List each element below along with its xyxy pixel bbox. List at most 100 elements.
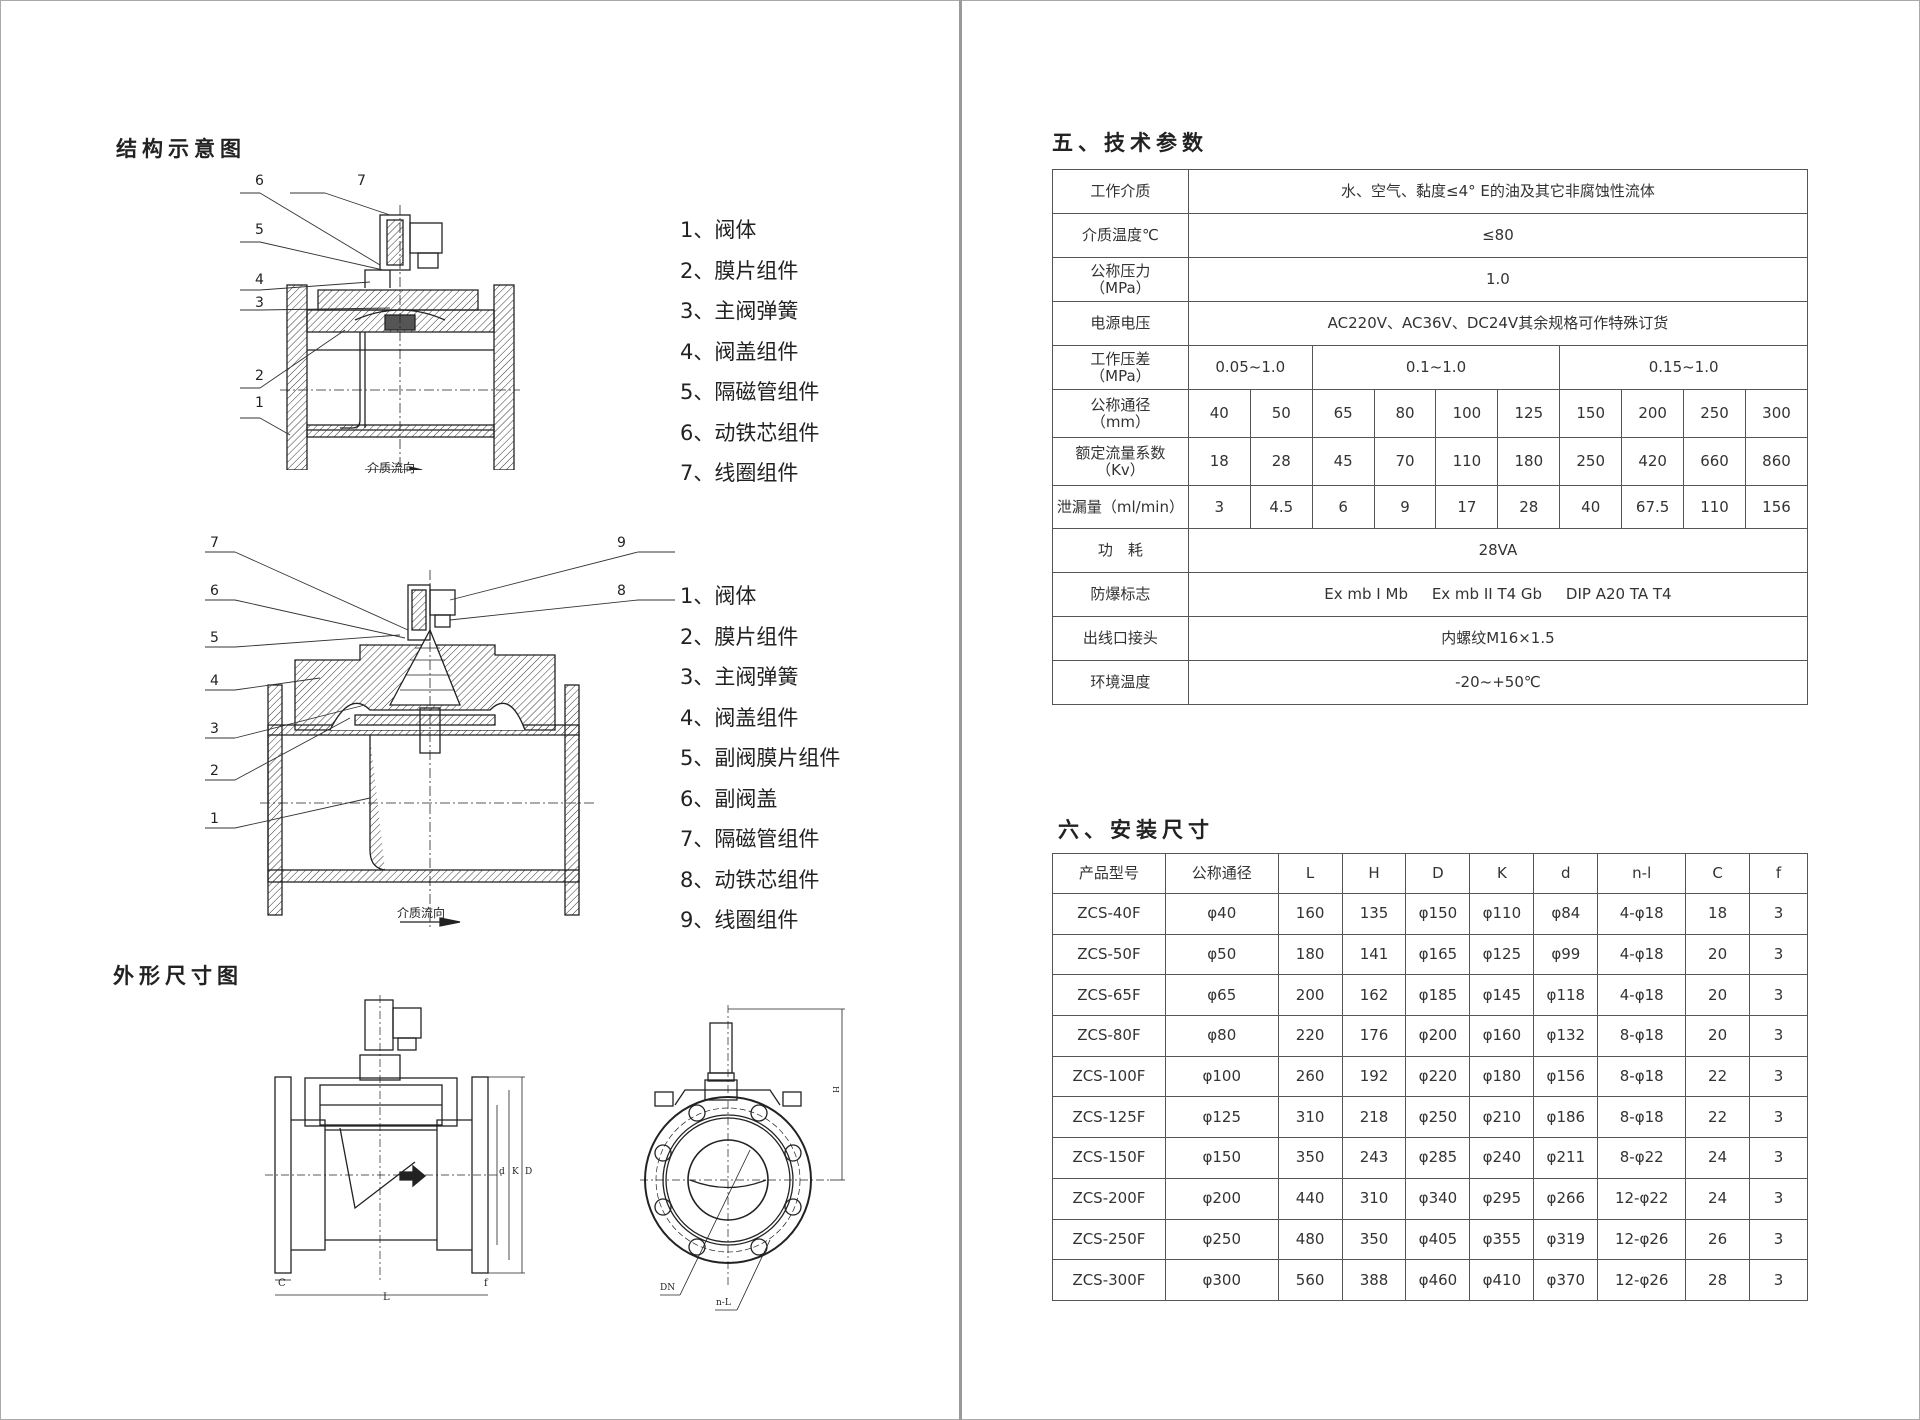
callout-1: 1 bbox=[210, 811, 219, 827]
param-value: 50 bbox=[1249, 389, 1313, 438]
table-cell: φ210 bbox=[1469, 1096, 1535, 1139]
param-label: 环境温度 bbox=[1052, 660, 1189, 705]
table-cell: 310 bbox=[1277, 1096, 1343, 1139]
dim-label-D: D bbox=[525, 1167, 533, 1177]
param-value: 水、空气、黏度≤4° E的油及其它非腐蚀性流体 bbox=[1187, 169, 1809, 214]
dim-label-L: L bbox=[383, 1292, 390, 1303]
param-value: -20~+50℃ bbox=[1187, 660, 1809, 705]
dim-label-K: K bbox=[512, 1167, 519, 1177]
table-cell: 18 bbox=[1685, 893, 1751, 935]
param-value: 250 bbox=[1683, 389, 1746, 438]
table-cell: φ160 bbox=[1469, 1015, 1535, 1057]
column-header: H bbox=[1341, 853, 1407, 894]
table-row: 功 耗 28VA bbox=[1052, 528, 1809, 573]
table-cell: 141 bbox=[1341, 933, 1407, 976]
table-cell: φ156 bbox=[1533, 1055, 1599, 1098]
param-label: 防爆标志 bbox=[1052, 572, 1189, 617]
valve-section-diagram-2 bbox=[205, 551, 675, 930]
table-cell: 3 bbox=[1749, 933, 1808, 976]
tech-params-title: 五、技术参数 bbox=[1052, 131, 1208, 155]
table-cell: ZCS-200F bbox=[1052, 1177, 1166, 1220]
param-value: ≤80 bbox=[1187, 213, 1809, 258]
table-cell: φ410 bbox=[1469, 1259, 1535, 1301]
legend-item: 3、主阀弹簧 bbox=[680, 665, 799, 689]
table-cell: 480 bbox=[1277, 1218, 1343, 1261]
table-cell: ZCS-65F bbox=[1052, 974, 1166, 1017]
table-cell: 20 bbox=[1685, 1015, 1751, 1057]
callout-6: 6 bbox=[210, 583, 219, 599]
table-cell: φ250 bbox=[1405, 1096, 1471, 1139]
callout-3: 3 bbox=[210, 721, 219, 737]
table-cell: 3 bbox=[1749, 1055, 1808, 1098]
table-cell: φ295 bbox=[1469, 1177, 1535, 1220]
table-cell: 160 bbox=[1277, 893, 1343, 935]
param-value: 200 bbox=[1621, 389, 1685, 438]
table-cell: φ100 bbox=[1164, 1055, 1279, 1098]
table-row: 额定流量系数（Kv） 18 28 45 70 110 180 250 420 6… bbox=[1052, 437, 1808, 486]
table-cell: 3 bbox=[1749, 1218, 1808, 1261]
valve-section-diagram-1 bbox=[240, 192, 520, 470]
table-cell: φ220 bbox=[1405, 1055, 1471, 1098]
table-cell: φ370 bbox=[1533, 1259, 1599, 1301]
table-cell: ZCS-50F bbox=[1052, 933, 1166, 976]
callout-3: 3 bbox=[255, 295, 264, 311]
table-cell: 12-φ26 bbox=[1597, 1218, 1687, 1261]
table-cell: φ150 bbox=[1405, 893, 1471, 935]
param-value: 28VA bbox=[1187, 528, 1809, 573]
param-value: AC220V、AC36V、DC24V其余规格可作特殊订货 bbox=[1187, 301, 1809, 346]
column-header: D bbox=[1405, 853, 1471, 894]
table-cell: φ132 bbox=[1533, 1015, 1599, 1057]
param-value: 0.15~1.0 bbox=[1559, 345, 1808, 390]
param-value: 18 bbox=[1187, 437, 1251, 486]
legend-item: 5、隔磁管组件 bbox=[680, 380, 820, 404]
table-cell: φ185 bbox=[1405, 974, 1471, 1017]
outline-title: 外形尺寸图 bbox=[113, 964, 243, 988]
table-cell: ZCS-80F bbox=[1052, 1015, 1166, 1057]
dim-label-f: f bbox=[484, 1278, 488, 1289]
callout-8: 8 bbox=[617, 583, 626, 599]
table-cell: φ300 bbox=[1164, 1259, 1279, 1301]
table-cell: φ80 bbox=[1164, 1015, 1279, 1057]
table-cell: 350 bbox=[1341, 1218, 1407, 1261]
table-cell: 3 bbox=[1749, 893, 1808, 935]
param-value: 110 bbox=[1435, 437, 1499, 486]
column-header: 公称通径 bbox=[1164, 853, 1279, 894]
table-cell: φ165 bbox=[1405, 933, 1471, 976]
table-cell: 3 bbox=[1749, 1137, 1808, 1179]
table-cell: 560 bbox=[1277, 1259, 1343, 1301]
param-value: 100 bbox=[1435, 389, 1499, 438]
param-label: 额定流量系数（Kv） bbox=[1052, 437, 1189, 486]
table-cell: 20 bbox=[1685, 974, 1751, 1017]
table-cell: ZCS-40F bbox=[1052, 893, 1166, 935]
param-value: 80 bbox=[1373, 389, 1437, 438]
table-cell: φ118 bbox=[1533, 974, 1599, 1017]
table-cell: 24 bbox=[1685, 1137, 1751, 1179]
table-cell: 310 bbox=[1341, 1177, 1407, 1220]
column-header: 产品型号 bbox=[1052, 853, 1166, 894]
table-cell: 218 bbox=[1341, 1096, 1407, 1139]
table-cell: φ145 bbox=[1469, 974, 1535, 1017]
callout-5: 5 bbox=[210, 630, 219, 646]
table-row: 环境温度 -20~+50℃ bbox=[1052, 660, 1809, 705]
param-value: 28 bbox=[1497, 485, 1561, 529]
callout-4: 4 bbox=[255, 272, 264, 288]
table-cell: 200 bbox=[1277, 974, 1343, 1017]
dim-label-nL: n-L bbox=[716, 1298, 731, 1308]
table-cell: φ250 bbox=[1164, 1218, 1279, 1261]
param-value: 250 bbox=[1559, 437, 1623, 486]
table-cell: 388 bbox=[1341, 1259, 1407, 1301]
parts-legend-2: 1、阀体 2、膜片组件 3、主阀弹簧 4、阀盖组件 5、副阀膜片组件 6、副阀盖… bbox=[680, 576, 840, 941]
dim-label-d: d bbox=[499, 1167, 505, 1177]
param-value: 67.5 bbox=[1621, 485, 1685, 529]
table-cell: ZCS-150F bbox=[1052, 1137, 1166, 1179]
param-label: 工作介质 bbox=[1052, 169, 1189, 214]
legend-item: 9、线圈组件 bbox=[680, 908, 799, 932]
column-header: C bbox=[1685, 853, 1751, 894]
table-cell: 12-φ26 bbox=[1597, 1259, 1687, 1301]
table-row: 工作压差（MPa） 0.05~1.0 0.1~1.0 0.15~1.0 bbox=[1052, 345, 1808, 390]
table-cell: 176 bbox=[1341, 1015, 1407, 1057]
table-cell: 192 bbox=[1341, 1055, 1407, 1098]
